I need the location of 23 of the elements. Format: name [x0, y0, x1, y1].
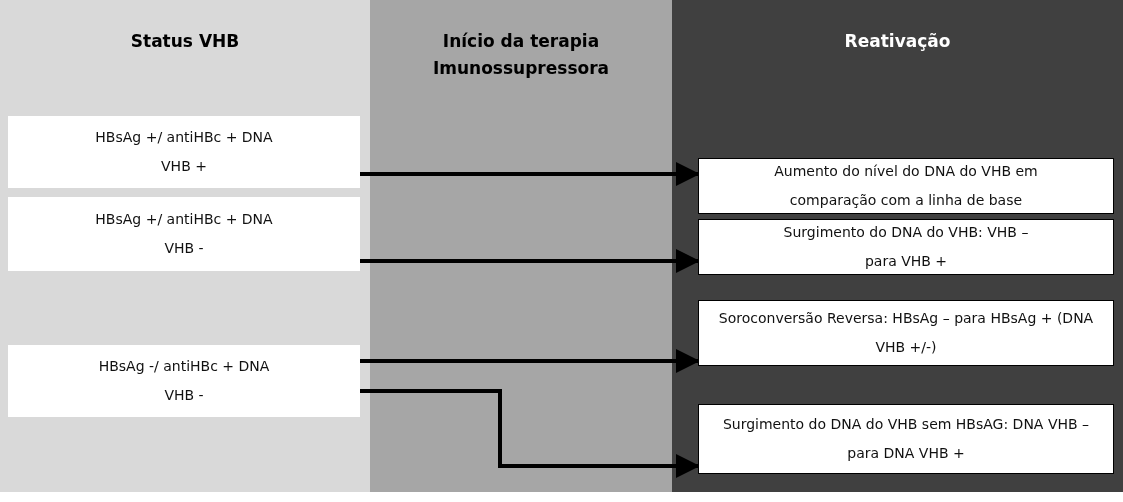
box-text: Surgimento do DNA do VHB: VHB – para VHB + [782, 223, 1030, 271]
box-text: Surgimento do DNA do VHB sem HBsAG: DNA VHB – para DNA VHB + [721, 415, 1091, 463]
arrow [360, 349, 700, 373]
box-text: Soroconversão Reversa: HBsAg – para HBsAg + (DNA VHB +/-) [717, 309, 1095, 357]
box-text: Aumento do nível do DNA do VHB em comparação com a linha de base [773, 162, 1039, 210]
status-box [698, 404, 1114, 474]
box-text: HBsAg -/ antiHBc + DNA VHB - [97, 357, 271, 405]
column-heading: Reativação [844, 30, 951, 53]
status-box [698, 219, 1114, 275]
column-band [672, 0, 1123, 492]
status-box [8, 197, 360, 271]
column-heading: Início da terapia Imunossupressora [431, 30, 611, 80]
status-box [698, 300, 1114, 366]
box-text: HBsAg +/ antiHBc + DNA VHB + [94, 128, 274, 176]
column-band [0, 0, 370, 492]
box-text: HBsAg +/ antiHBc + DNA VHB - [94, 210, 274, 258]
arrow [360, 249, 700, 273]
column-heading: Status VHB [130, 30, 240, 53]
arrow [360, 162, 700, 186]
status-box [8, 345, 360, 417]
status-box [698, 158, 1114, 214]
status-box [8, 116, 360, 188]
arrow [360, 389, 700, 478]
